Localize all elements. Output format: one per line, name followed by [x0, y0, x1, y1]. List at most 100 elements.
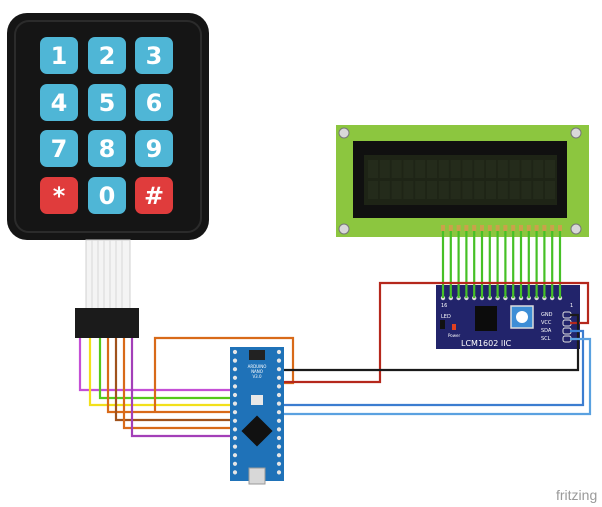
nano-pin-pad	[276, 461, 282, 466]
keypad-key-label: 7	[51, 135, 68, 163]
lcd-character-cells	[368, 160, 555, 199]
keypad-key-label: 4	[51, 89, 68, 117]
module-label: LCM1602 IIC	[461, 339, 512, 348]
lcd-cell	[438, 181, 449, 199]
pin-label-scl: SCL	[541, 336, 551, 342]
nano-pin-pad	[276, 358, 282, 363]
keypad-key-label: 9	[146, 135, 163, 163]
nano-pin-pad	[232, 375, 238, 380]
pin-label-gnd: GND	[541, 312, 553, 318]
lcd-module	[336, 125, 589, 237]
lcd-cell	[497, 181, 508, 199]
nano-pin-pad	[232, 470, 238, 475]
power-led	[452, 324, 456, 330]
lcd-cell	[462, 181, 473, 199]
nano-pin-pad	[276, 418, 282, 423]
nano-pin-pad	[232, 435, 238, 441]
lcd-green-leads	[441, 231, 562, 298]
nano-pin-pad	[232, 444, 238, 449]
lcd-pin	[534, 225, 539, 231]
keypad-ribbon	[85, 239, 131, 311]
keypad-key-7	[40, 130, 78, 167]
lcd-cell	[391, 181, 402, 199]
lcd-cell	[521, 181, 532, 199]
lcd-pin	[526, 225, 531, 231]
keypad-key-label: 5	[99, 89, 116, 117]
lcd-cell	[403, 181, 414, 199]
nano-pin-pad	[276, 410, 282, 415]
lcd-pin	[441, 225, 445, 231]
nano-label-top: ARDUINO	[248, 364, 267, 369]
i2c-chip	[475, 306, 497, 331]
wire-green	[98, 338, 233, 400]
keypad-key-label: 6	[146, 89, 163, 117]
nano-mcu-chip	[241, 415, 273, 447]
fritzing-logo: fritzing	[556, 487, 597, 503]
wire-yellow	[88, 338, 233, 407]
keypad-key-label: *	[53, 182, 66, 210]
pin-label-sda: SDA	[541, 328, 552, 334]
keypad-key-label: 2	[99, 42, 116, 70]
led-label: LED	[441, 314, 451, 320]
nano-label-mid: NANO	[251, 369, 263, 374]
lcd-cell	[545, 181, 555, 199]
nano-pin-pad	[276, 453, 282, 458]
keypad-key-8	[88, 130, 126, 167]
nano-pin-pad	[276, 375, 282, 380]
lcd-cell	[415, 181, 426, 199]
lcd-pin	[511, 225, 516, 231]
keypad-key-1	[40, 37, 78, 74]
nano-pin-pad	[232, 453, 238, 458]
nano-usb-port	[248, 467, 266, 485]
nano-pin-pad	[276, 444, 282, 449]
lcd-cell	[450, 160, 461, 178]
nano-pin-pad	[232, 418, 238, 423]
lcd-pin	[448, 225, 453, 231]
lcd-pin	[503, 225, 508, 231]
lcd-mount-hole	[570, 127, 582, 139]
lcd-cell	[533, 181, 544, 199]
nano-pin-pad	[276, 401, 282, 406]
wire-orange-b	[122, 338, 233, 430]
lcd-cell	[521, 160, 532, 178]
keypad-key-label: #	[144, 182, 164, 210]
lcd-cell	[368, 181, 378, 199]
nano-pin-pad	[232, 367, 238, 372]
wire-blue-scl	[283, 337, 592, 416]
nano-pin-pad	[232, 410, 238, 415]
nano-pin-pad	[232, 401, 238, 406]
keypad-key-2	[88, 37, 126, 74]
led-jumper	[440, 320, 445, 329]
power-label: Power	[448, 333, 460, 338]
keypad-key-star	[40, 177, 78, 214]
wire-purple-outer	[78, 338, 233, 392]
keypad-key-6	[135, 84, 173, 121]
pin-label-vcc: VCC	[541, 320, 552, 326]
nano-pin-pad	[276, 470, 282, 475]
lcd-pin	[550, 225, 555, 231]
lcd-cell	[462, 160, 473, 178]
lcd-pin	[472, 225, 477, 231]
nano-pin-pad	[232, 461, 238, 466]
lcd-mount-hole	[338, 223, 350, 235]
lcd-cell	[368, 160, 378, 178]
nano-pin-pad	[276, 427, 282, 432]
lcd-cell	[403, 160, 414, 178]
contrast-pot-knob	[516, 311, 528, 323]
lcd-cell	[497, 160, 508, 178]
lcd-pin	[456, 225, 461, 231]
lcd-cell	[427, 160, 437, 178]
nano-pin-pad	[276, 349, 282, 355]
lcd-cell	[391, 160, 402, 178]
nano-pin-pad	[276, 367, 282, 372]
lcd-cell	[533, 160, 544, 178]
lcd-cell	[438, 160, 449, 178]
wire-black-gnd	[283, 313, 580, 372]
nano-label-ver: V3.0	[252, 374, 262, 379]
lcd-pin	[464, 225, 469, 231]
lcd-cell	[545, 160, 555, 178]
nano-icsp-header	[249, 350, 265, 360]
keypad-key-3	[135, 37, 173, 74]
nano-pin-pad	[232, 358, 238, 363]
